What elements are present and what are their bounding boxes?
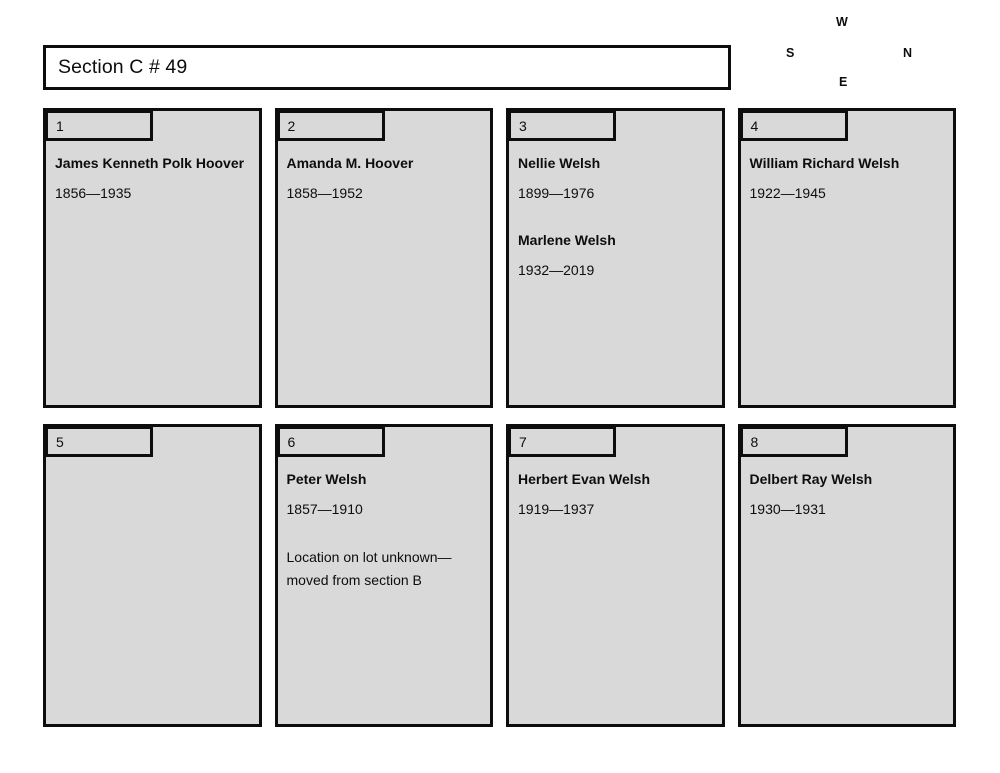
plot-note: Location on lot unknown—moved from secti…	[286, 549, 452, 588]
compass-rose: W S N E	[786, 16, 912, 88]
burial-name: Amanda M. Hoover	[286, 155, 414, 171]
compass-label-west: W	[836, 15, 848, 29]
burial-name: Herbert Evan Welsh	[518, 471, 651, 487]
plot-cell-5[interactable]: 5	[43, 424, 262, 727]
burial-name: James Kenneth Polk Hoover	[55, 155, 245, 171]
burial-dates: 1922—1945	[749, 185, 826, 201]
plot-number-badge-4: 4	[739, 110, 848, 141]
plot-number-badge-7: 7	[508, 426, 616, 457]
plot-body-7: Herbert Evan Welsh 1919—1937	[509, 458, 722, 724]
plot-number-badge-8: 8	[739, 426, 848, 457]
burial-dates: 1930—1931	[749, 501, 826, 517]
compass-label-east: E	[839, 75, 848, 89]
burial-name: William Richard Welsh	[749, 155, 900, 171]
burial-dates: 1856—1935	[55, 185, 132, 201]
plot-number-badge-2: 2	[276, 110, 385, 141]
burial-entry: Herbert Evan Welsh 1919—1937	[518, 469, 712, 520]
header-area: Section C # 49 W S N E	[0, 0, 1000, 100]
plot-number-label: 6	[287, 433, 296, 450]
burial-entry: Nellie Welsh 1899—1976	[518, 153, 712, 204]
plot-body-1: James Kenneth Polk Hoover 1856—1935	[46, 142, 259, 405]
plot-body-4: William Richard Welsh 1922—1945	[741, 142, 954, 405]
burial-name: Nellie Welsh	[518, 155, 601, 171]
burial-entry: Delbert Ray Welsh 1930—1931	[750, 469, 944, 520]
burial-dates: 1919—1937	[518, 501, 595, 517]
burial-dates: 1857—1910	[286, 501, 363, 517]
plot-number-badge-3: 3	[508, 110, 616, 141]
burial-entry: Peter Welsh 1857—1910	[287, 469, 481, 520]
plot-number-badge-6: 6	[276, 426, 385, 457]
plot-number-label: 1	[56, 117, 64, 134]
plot-number-badge-1: 1	[45, 110, 153, 141]
plot-number-label: 7	[519, 433, 527, 450]
plot-number-badge-5: 5	[45, 426, 153, 457]
burial-name: Peter Welsh	[286, 471, 367, 487]
compass-label-north: N	[902, 46, 912, 60]
burial-name: Marlene Welsh	[518, 232, 616, 248]
burial-name: Delbert Ray Welsh	[749, 471, 873, 487]
plot-number-label: 8	[750, 433, 759, 450]
page-title: Section C # 49	[58, 56, 188, 78]
plot-body-5	[46, 458, 259, 724]
plot-body-2: Amanda M. Hoover 1858—1952	[278, 142, 491, 405]
burial-entry: James Kenneth Polk Hoover 1856—1935	[55, 153, 249, 204]
burial-dates: 1932—2019	[518, 262, 595, 278]
plot-number-label: 4	[750, 117, 759, 134]
plot-body-8: Delbert Ray Welsh 1930—1931	[741, 458, 954, 724]
burial-entry: Marlene Welsh 1932—2019	[518, 230, 712, 281]
plot-number-label: 2	[287, 117, 296, 134]
plot-number-label: 3	[519, 117, 527, 134]
burial-dates: 1858—1952	[286, 185, 363, 201]
section-title-box: Section C # 49	[43, 45, 731, 90]
burial-entry: William Richard Welsh 1922—1945	[750, 153, 944, 204]
compass-label-south: S	[786, 46, 795, 60]
plot-number-label: 5	[56, 433, 64, 450]
burial-entry: Amanda M. Hoover 1858—1952	[287, 153, 481, 204]
burial-dates: 1899—1976	[518, 185, 595, 201]
